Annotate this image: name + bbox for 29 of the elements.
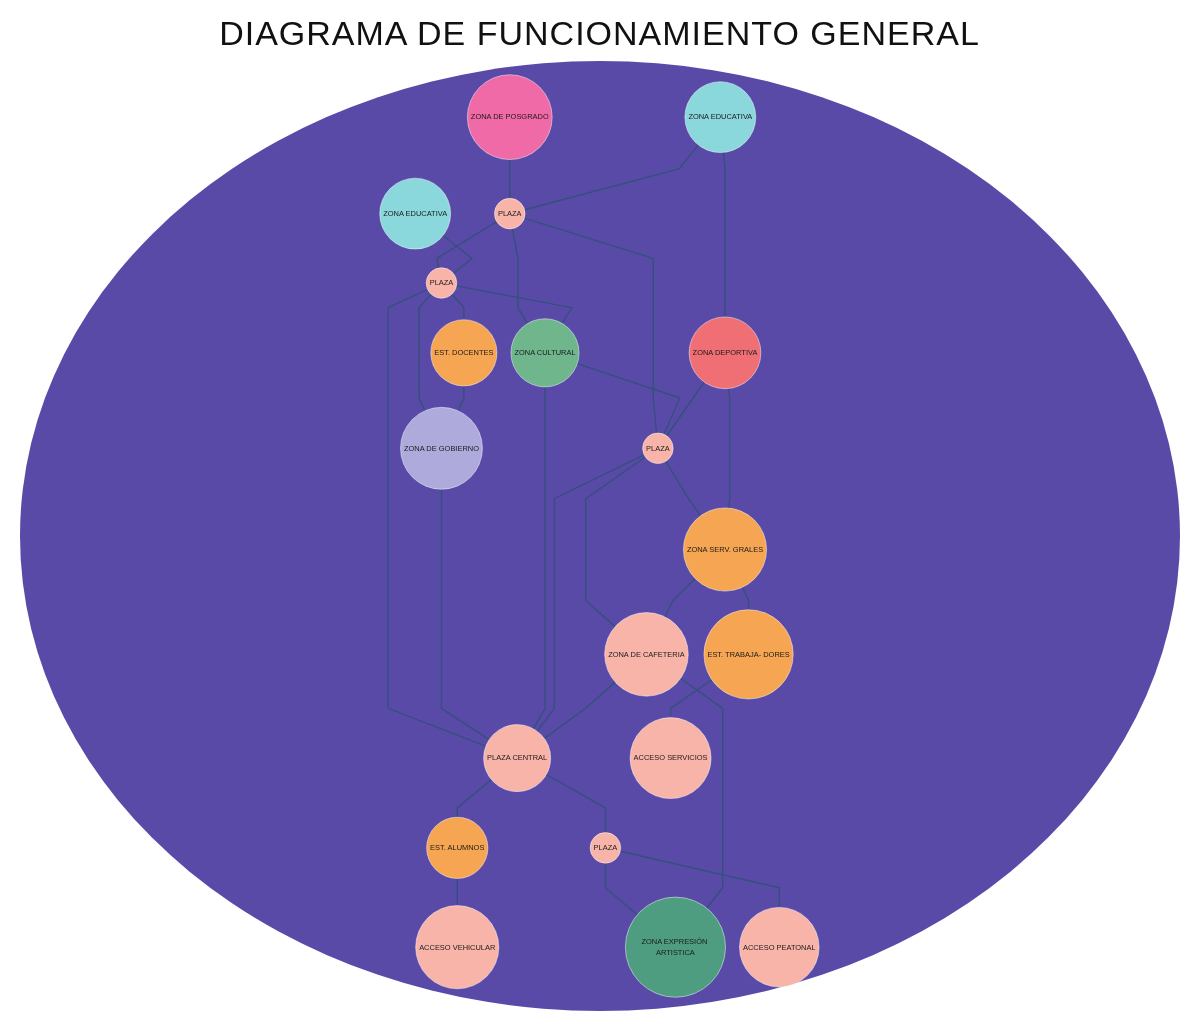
- connector: [456, 877, 459, 907]
- connector: [387, 288, 487, 747]
- diagram-title: DIAGRAMA DE FUNCIONAMIENTO GENERAL: [219, 14, 980, 53]
- connector: [509, 158, 511, 200]
- connector: [619, 850, 781, 909]
- connector: [543, 681, 616, 740]
- connector: [679, 677, 724, 909]
- connector: [604, 862, 639, 916]
- connector: [576, 362, 681, 435]
- connector: [669, 679, 713, 719]
- connector: [728, 387, 731, 509]
- connector: [545, 773, 607, 834]
- connector: [523, 217, 658, 434]
- connector: [456, 778, 493, 818]
- connector: [511, 228, 529, 325]
- connector: [536, 454, 645, 732]
- connector: [436, 220, 498, 269]
- connector: [455, 285, 573, 325]
- connector: [585, 456, 647, 628]
- connector: [741, 586, 750, 611]
- connector: [523, 144, 699, 211]
- connector: [666, 381, 706, 437]
- connector: [665, 460, 702, 517]
- connector: [664, 577, 697, 618]
- connector: [440, 488, 490, 741]
- connector: [457, 385, 465, 412]
- connector: [418, 293, 432, 412]
- connector: [451, 293, 465, 321]
- connector: [532, 386, 546, 730]
